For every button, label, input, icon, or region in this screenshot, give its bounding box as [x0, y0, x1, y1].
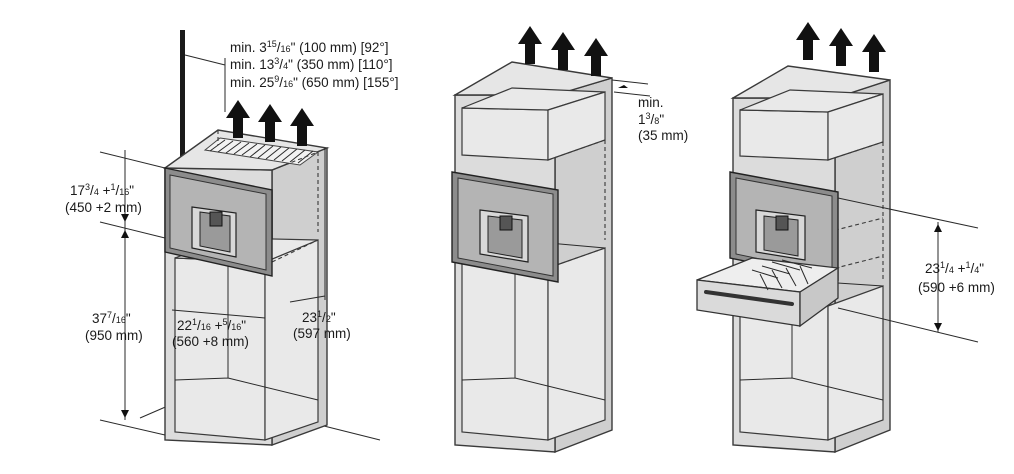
coffee-outlet: [191, 206, 237, 258]
lower-opening: [174, 257, 266, 441]
figure-3-cabinet-with-drawer: [696, 22, 979, 454]
figure-2-tall-cabinet: [451, 26, 651, 454]
niche-width-label: 221/16 +5/16": [177, 317, 246, 333]
gap-inch-label: 13/8": [638, 111, 664, 127]
vent-grille: [203, 137, 320, 166]
gap-mm-label: (35 mm): [638, 128, 688, 143]
depth-mm-label: (597 mm): [293, 326, 351, 341]
clearance-label-650mm: min. 259/16" (650 mm) [155°]: [230, 74, 399, 90]
drawer-height-label: 231/4 +1/4": [925, 260, 984, 276]
floor-height-mm-label: (950 mm): [85, 328, 143, 343]
warming-drawer: [696, 257, 840, 328]
figure-1-cabinet: [99, 30, 381, 446]
niche-height-label: 173/4 +1/16": [70, 182, 134, 198]
clearance-label-350mm: min. 133/4" (350 mm) [110°]: [230, 56, 393, 72]
drawer-height-mm-label: (590 +6 mm): [918, 280, 995, 295]
gap-min-label: min.: [638, 95, 664, 110]
niche-width-mm-label: (560 +8 mm): [172, 334, 249, 349]
ventilation-arrows: [226, 100, 314, 146]
depth-label: 231/2": [302, 309, 336, 325]
niche-height-mm-label: (450 +2 mm): [65, 200, 142, 215]
clearance-label-100mm: min. 315/16" (100 mm) [92°]: [230, 39, 389, 55]
floor-height-label: 377/16": [92, 310, 131, 326]
